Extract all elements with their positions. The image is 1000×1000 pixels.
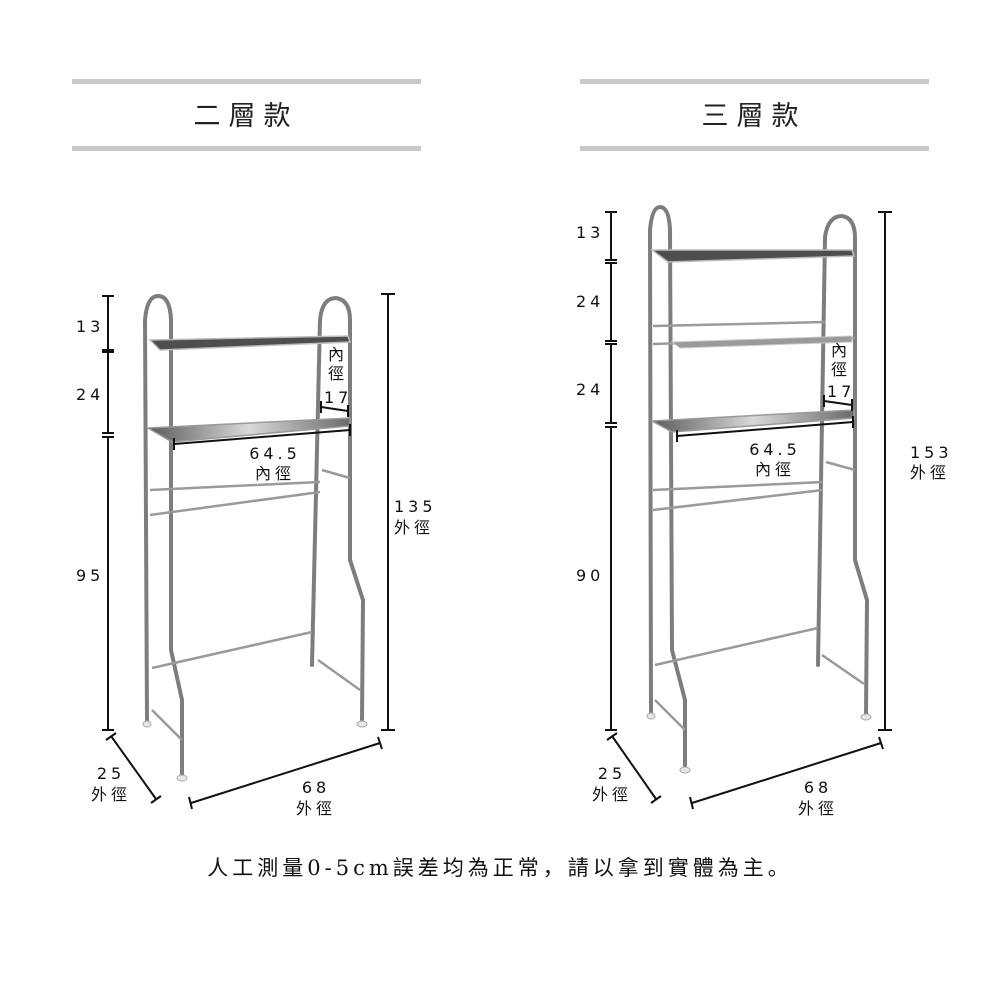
left-dim-inner-width — [173, 429, 351, 445]
right-rack-shelves — [649, 249, 856, 433]
right-bottom-height-value: 90 — [576, 566, 605, 585]
left-dim-depth — [110, 735, 157, 800]
left-inner-width-value: 64.5 — [249, 444, 301, 463]
left-title-top-rule — [72, 79, 421, 84]
left-dim-width — [190, 742, 381, 804]
left-depth-unit: 外徑 — [90, 785, 132, 804]
right-rack-feet — [646, 712, 872, 774]
left-rack-top-shelf — [148, 335, 352, 351]
right-inner-depth-value: 17 — [827, 382, 856, 401]
left-inner-width-unit: 內徑 — [254, 464, 296, 483]
right-rack-front-left-leg — [647, 204, 687, 768]
right-width-value: 68 — [803, 778, 833, 797]
left-title-bottom-rule — [72, 146, 421, 151]
left-total-height-value: 135 — [394, 497, 437, 516]
left-rack-rails — [149, 468, 361, 741]
right-dim-depth — [611, 735, 657, 800]
right-total-height-unit: 外徑 — [910, 463, 951, 482]
right-mid1-height-value: 24 — [576, 292, 605, 311]
left-rack-feet — [142, 720, 368, 782]
left-inner-depth-value: 17 — [324, 388, 353, 407]
left-rack-back-right-leg — [310, 295, 366, 722]
left-bottom-height-value: 95 — [76, 566, 105, 585]
left-depth-value: 25 — [96, 764, 126, 783]
right-rack-top-shelf — [649, 249, 856, 263]
right-mid2-height-value: 24 — [576, 380, 605, 399]
right-dim-inner-depth — [823, 400, 853, 406]
left-width-unit: 外徑 — [295, 799, 337, 818]
left-mid-height-value: 24 — [76, 385, 105, 404]
right-inner-width-value: 64.5 — [749, 440, 801, 459]
right-dim-inner-width — [676, 421, 854, 437]
left-dimension-lines — [102, 293, 395, 810]
right-inner-depth-label: 內徑 — [830, 341, 847, 379]
right-width-unit: 外徑 — [797, 799, 839, 818]
right-rack-middle-shelf — [670, 335, 853, 349]
left-rack-front-left-leg — [142, 293, 184, 777]
left-width-value: 68 — [301, 778, 331, 797]
right-dimension-lines — [605, 211, 892, 810]
measurement-disclaimer: 人工測量0-5cm誤差均為正常，請以拿到實體為主。 — [207, 856, 793, 880]
left-total-height-unit: 外徑 — [394, 518, 435, 537]
right-rack-back-right-leg — [816, 213, 870, 716]
right-depth-value: 25 — [597, 764, 627, 783]
left-inner-depth-label: 內徑 — [327, 345, 344, 383]
left-dim-inner-depth — [320, 406, 349, 412]
right-dim-width — [691, 742, 882, 804]
right-rack-frame — [647, 204, 870, 768]
right-total-height-value: 153 — [910, 443, 953, 462]
right-inner-width-unit: 內徑 — [754, 460, 796, 479]
right-title-top-rule — [580, 79, 929, 84]
left-rack-frame — [142, 293, 366, 777]
right-top-height-value: 13 — [576, 223, 605, 242]
right-depth-unit: 外徑 — [591, 785, 633, 804]
right-title-bottom-rule — [580, 146, 929, 151]
left-top-height-value: 13 — [76, 317, 105, 336]
left-model-title: 二層款 — [193, 101, 299, 132]
right-model-title: 三層款 — [701, 101, 807, 132]
